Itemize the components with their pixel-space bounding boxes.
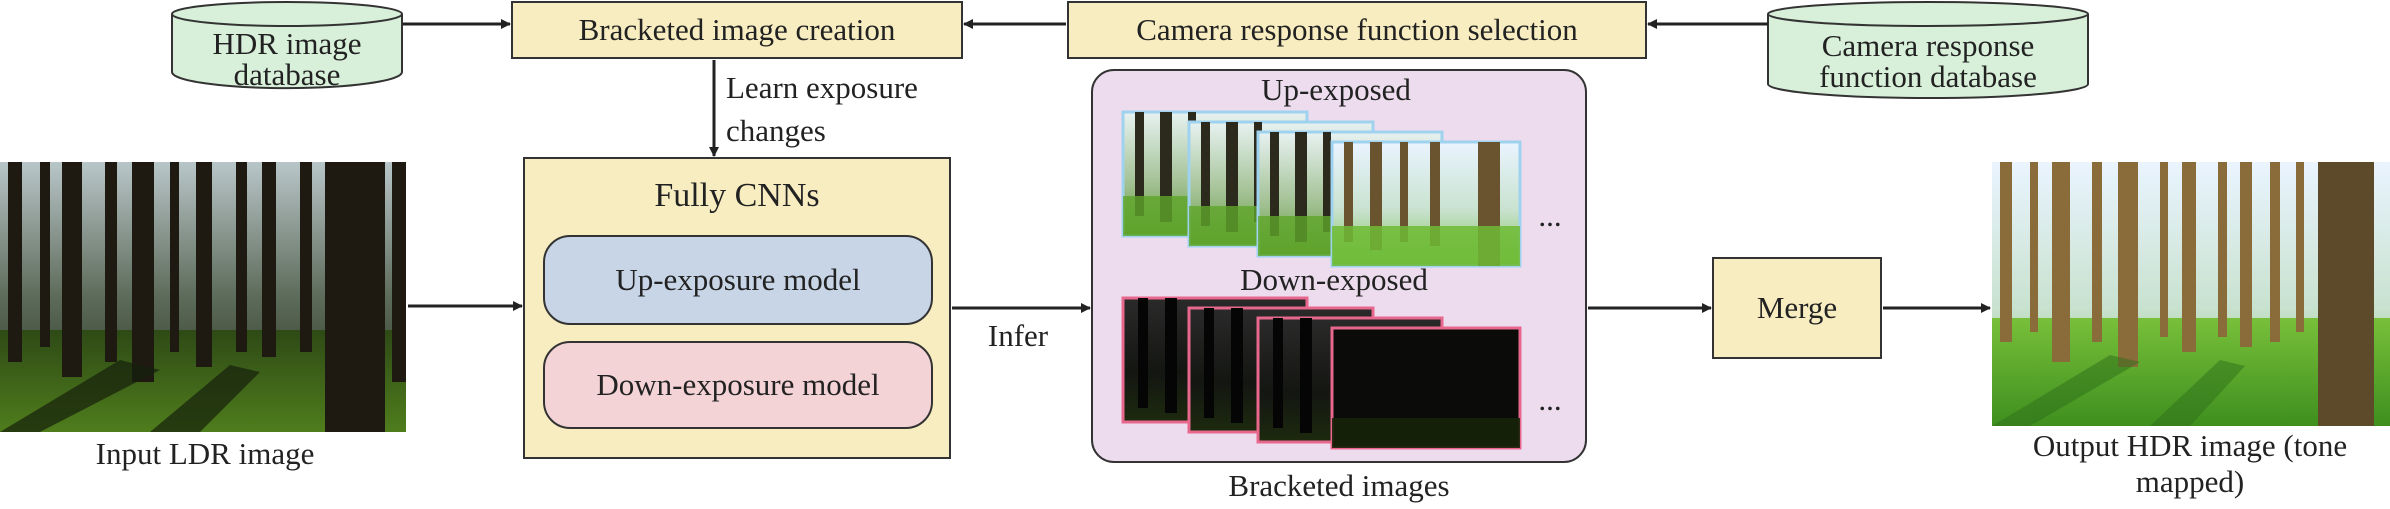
- up-model-label: Up-exposure model: [615, 262, 861, 297]
- down-exposed-label: Down-exposed: [1240, 262, 1428, 297]
- output-caption: Output HDR image (tone mapped): [2032, 428, 2348, 499]
- bracketed-creation-label: Bracketed image creation: [578, 12, 896, 47]
- down-ellipsis: ...: [1538, 382, 1562, 417]
- up-exposed-label: Up-exposed: [1261, 72, 1411, 107]
- input-caption: Input LDR image: [95, 436, 315, 471]
- crf-database-cylinder: [1767, 1, 2089, 99]
- crf-database-label: Camera response function database: [1819, 28, 2037, 94]
- crf-selection-box: [1067, 1, 1647, 59]
- up-ellipsis: ...: [1538, 198, 1562, 233]
- infer-label: Infer: [987, 318, 1049, 353]
- input-ldr-image: [0, 162, 406, 432]
- crf-selection-label: Camera response function selection: [1136, 12, 1578, 47]
- down-model-box: [543, 341, 933, 429]
- hdr-database-cylinder: [171, 1, 403, 90]
- merge-box: [1712, 257, 1882, 359]
- learn-exposure-label: Learn exposure changes: [726, 70, 918, 149]
- hdr-database-label: HDR image database: [212, 26, 362, 92]
- up-model-box: [543, 235, 933, 325]
- output-hdr-image: [1992, 162, 2390, 426]
- up-exposed-stack: [1121, 110, 1522, 268]
- down-model-label: Down-exposure model: [596, 367, 880, 402]
- down-exposed-stack: [1121, 296, 1522, 450]
- merge-label: Merge: [1756, 290, 1838, 325]
- bracketed-creation-box: [511, 1, 963, 59]
- bracketed-caption: Bracketed images: [1228, 468, 1450, 503]
- cnn-title: Fully CNNs: [654, 177, 820, 214]
